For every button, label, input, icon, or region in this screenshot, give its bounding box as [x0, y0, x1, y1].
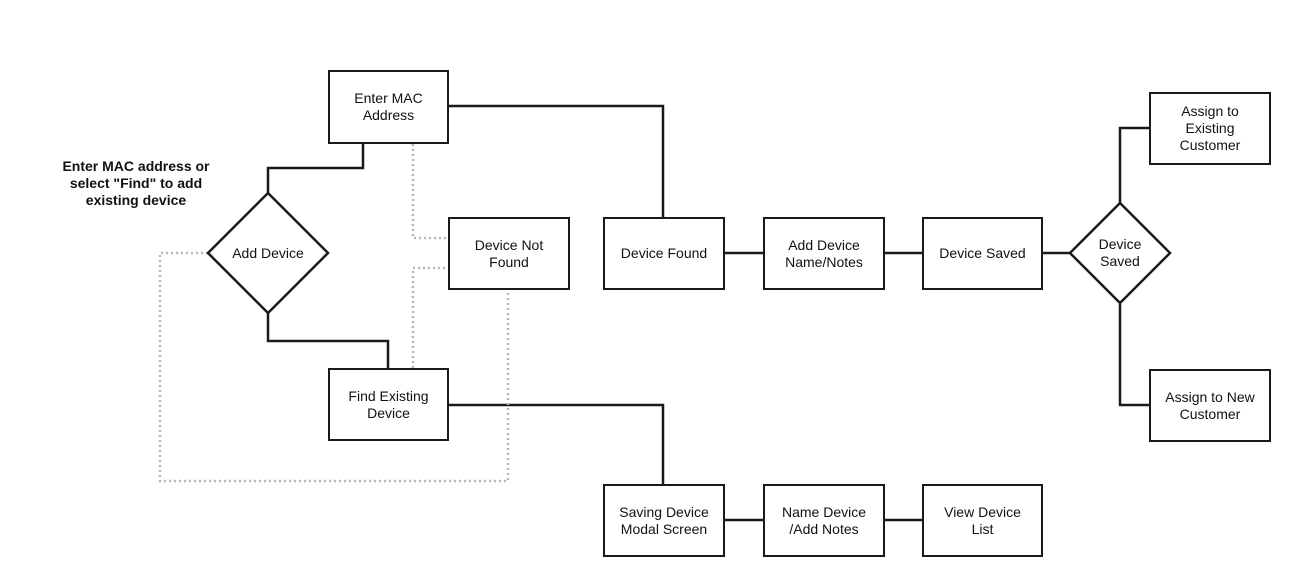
dotted-enter-mac-to-not-found [411, 144, 448, 240]
assign-new-customer-node: Assign to New Customer [1149, 369, 1271, 442]
connector-find-existing-to-saving-modal [448, 403, 665, 485]
find-existing-device-node: Find Existing Device [328, 368, 449, 441]
connector-enter-mac-to-add-device [266, 144, 365, 193]
saving-device-modal-node: Saving Device Modal Screen [603, 484, 725, 557]
add-device-decision-shape [206, 191, 330, 315]
name-device-add-notes-node: Name Device /Add Notes [763, 484, 885, 557]
enter-mac-address-node: Enter MAC Address [328, 70, 449, 144]
dotted-loop-add-device-to-not-found [158, 251, 510, 483]
device-saved-decision: Device Saved [1098, 236, 1142, 269]
connector-enter-mac-to-device-found [448, 104, 665, 217]
connector-add-device-to-find-existing [266, 313, 390, 368]
connector-decision-to-assign-existing [1118, 126, 1149, 203]
add-device-name-notes-node: Add Device Name/Notes [763, 217, 885, 290]
device-saved-node: Device Saved [922, 217, 1043, 290]
dotted-find-existing-to-not-found [411, 266, 448, 368]
device-saved-decision-shape [1068, 201, 1172, 305]
view-device-list-node: View Device List [922, 484, 1043, 557]
device-not-found-node: Device Not Found [448, 217, 570, 290]
assign-existing-customer-node: Assign to Existing Customer [1149, 92, 1271, 165]
device-found-node: Device Found [603, 217, 725, 290]
connector-decision-to-assign-new [1118, 303, 1149, 407]
add-device-decision: Add Device [232, 244, 304, 261]
instruction-note: Enter MAC address or select "Find" to ad… [62, 158, 210, 208]
